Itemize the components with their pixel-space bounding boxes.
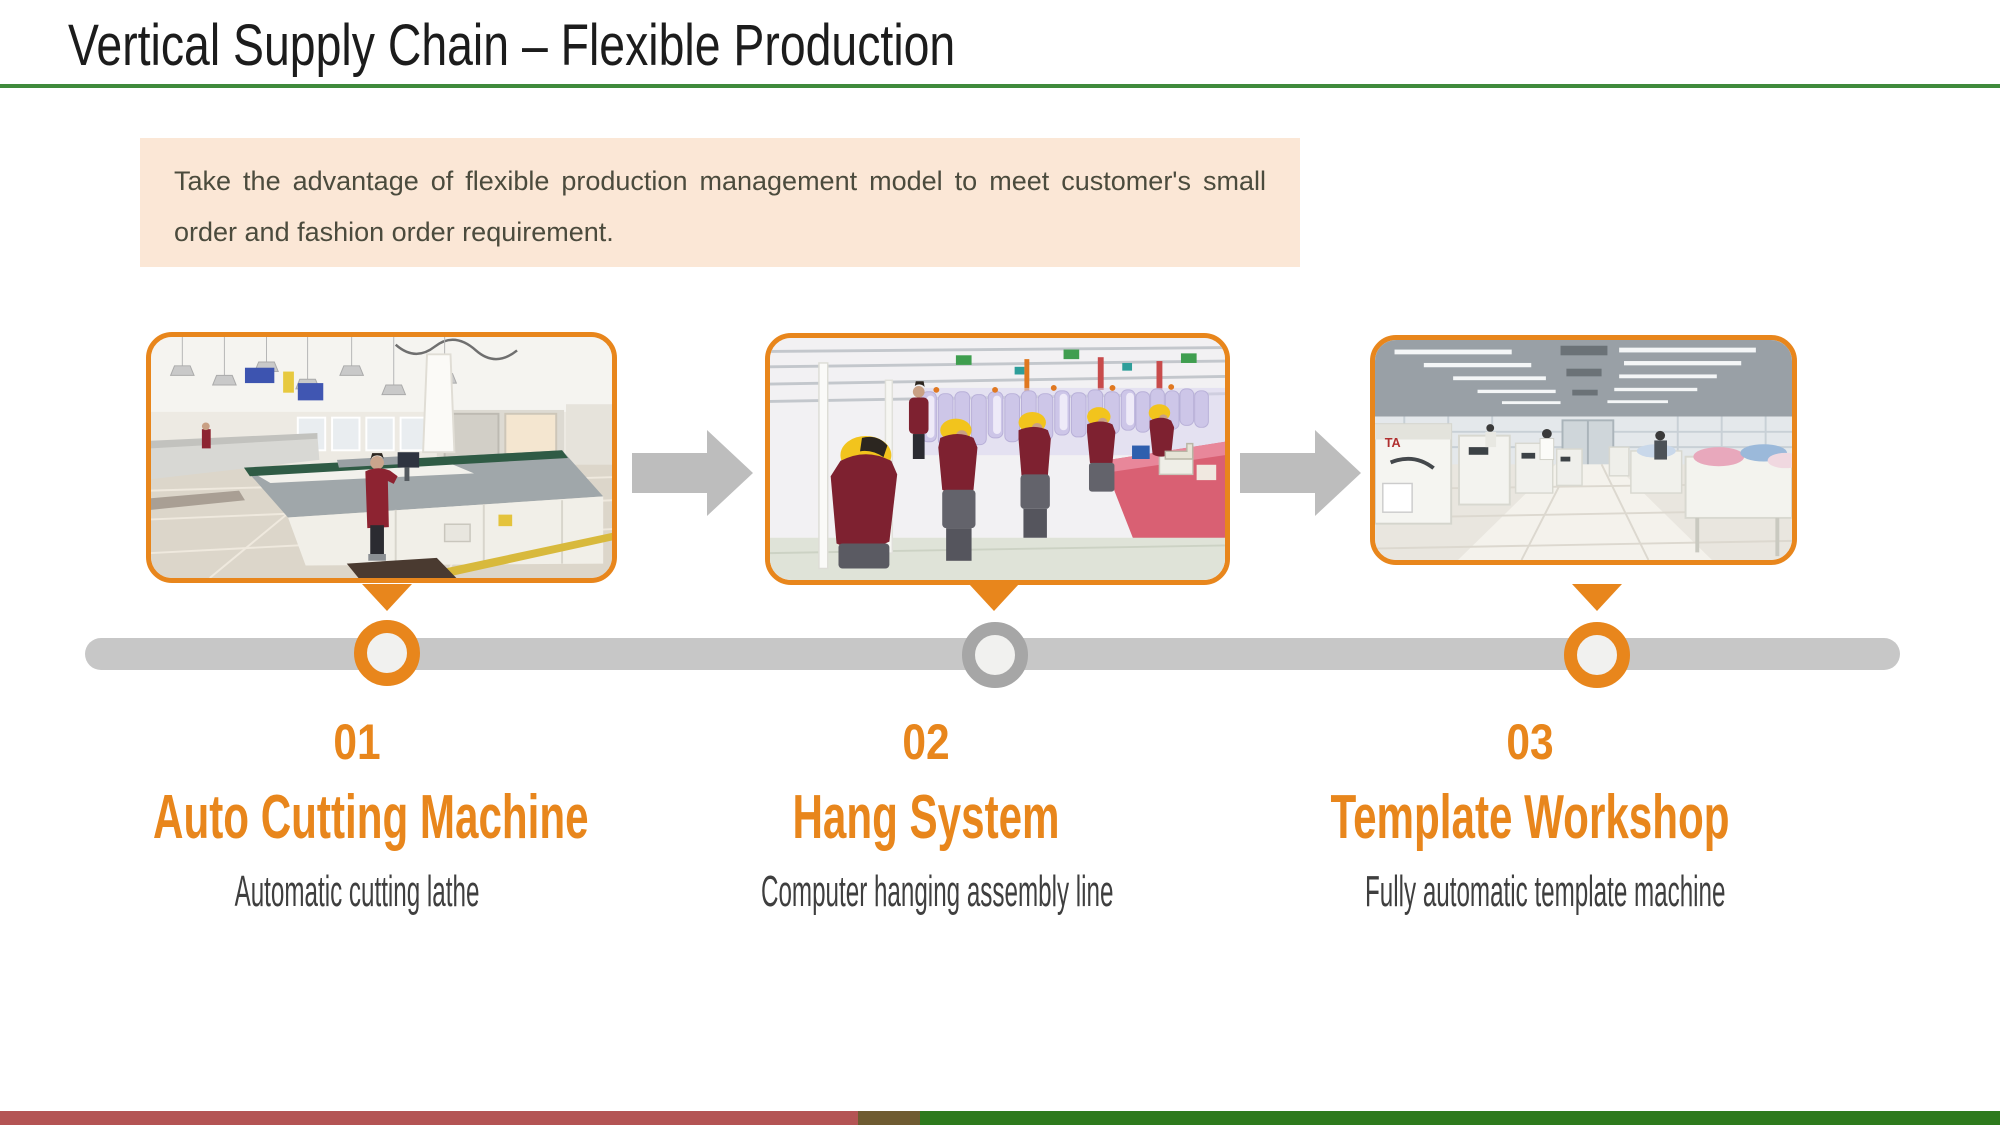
- arrow-right-icon: [632, 430, 753, 516]
- step2-heading: Hang System: [792, 783, 1060, 852]
- step2-label-block: 02 Hang System Computer hanging assembly…: [626, 714, 1226, 916]
- triangle-down-icon: [969, 584, 1019, 611]
- step1-photo-auto-cutting-machine: [146, 332, 617, 583]
- step3-label-block: 03 Template Workshop Fully automatic tem…: [1230, 714, 1830, 916]
- intro-note-text: Take the advantage of flexible productio…: [174, 166, 1266, 247]
- intro-note-box: Take the advantage of flexible productio…: [140, 138, 1300, 267]
- triangle-down-icon: [1572, 584, 1622, 611]
- page-title: Vertical Supply Chain – Flexible Product…: [68, 13, 956, 78]
- step2-photo-hang-system: [765, 333, 1230, 585]
- template-workshop-illustration: TA: [1375, 340, 1792, 560]
- step1-number: 01: [333, 714, 381, 770]
- step1-label-block: 01 Auto Cutting Machine Automatic cuttin…: [57, 714, 657, 916]
- step1-caption: Automatic cutting lathe: [234, 867, 480, 916]
- svg-text:TA: TA: [1385, 436, 1401, 450]
- footer-accent-bar: [0, 1111, 2000, 1125]
- step3-number: 03: [1506, 714, 1554, 770]
- step3-caption: Fully automatic template machine: [1365, 867, 1726, 916]
- step2-caption: Computer hanging assembly line: [761, 867, 1114, 916]
- arrow-right-icon: [1240, 430, 1361, 516]
- triangle-down-icon: [362, 584, 412, 611]
- timeline-node-2: [962, 622, 1028, 688]
- step1-heading: Auto Cutting Machine: [153, 783, 589, 852]
- step3-heading: Template Workshop: [1330, 783, 1730, 852]
- step2-number: 02: [902, 714, 950, 770]
- factory-cutting-room-illustration: [151, 337, 612, 578]
- header-divider-line: [0, 84, 2000, 88]
- step3-photo-template-workshop: TA: [1370, 335, 1797, 565]
- timeline-node-1: [354, 620, 420, 686]
- timeline-node-3: [1564, 622, 1630, 688]
- hanging-assembly-line-illustration: [770, 338, 1225, 580]
